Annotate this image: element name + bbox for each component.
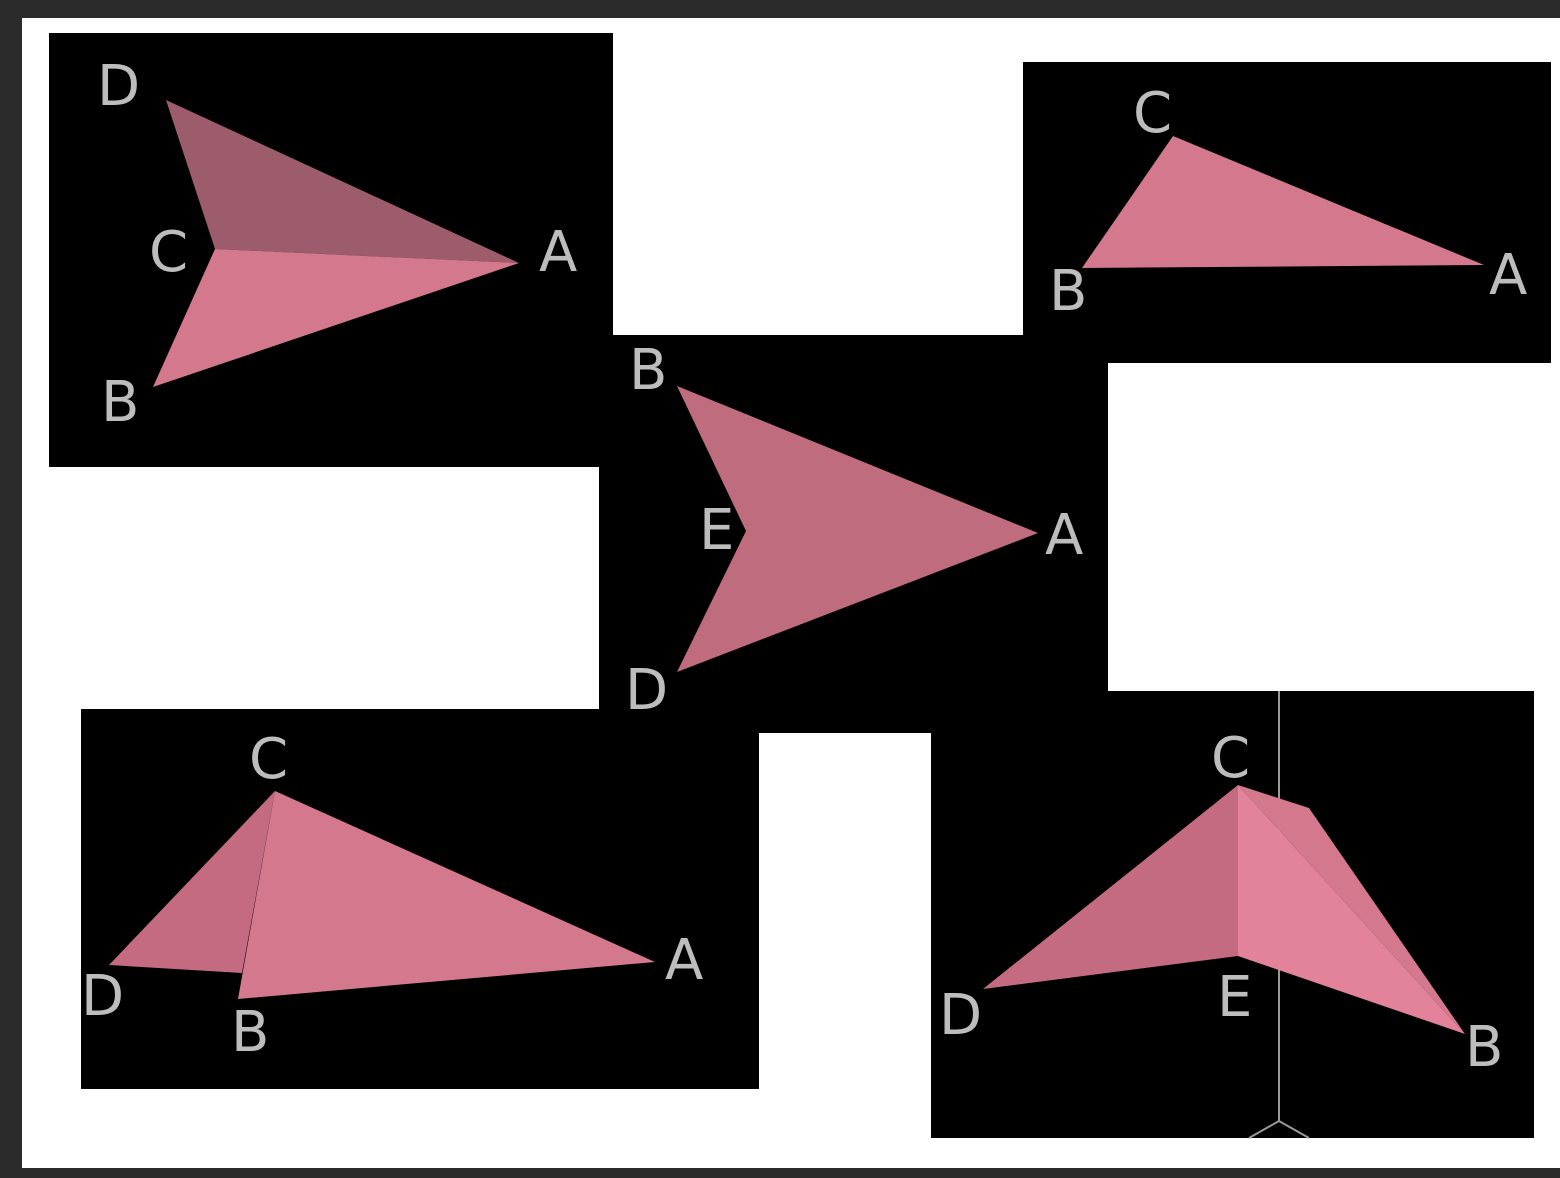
face-CBA <box>153 249 519 387</box>
face-CBA <box>238 791 655 999</box>
diagram-sheet: D C A B C B A B E A D C D B <box>22 18 1560 1168</box>
figure-5-drawing: C D E B <box>939 691 1503 1139</box>
vertex-label-C: C <box>1133 81 1172 146</box>
vertex-label-C: C <box>149 220 188 285</box>
face-DCA <box>166 100 519 263</box>
face-BEDA <box>677 386 1038 672</box>
axis-corner <box>1248 1119 1310 1139</box>
figure-4-panel: C D B A <box>81 709 759 1089</box>
vertex-label-D: D <box>97 54 140 119</box>
vertex-label-A: A <box>539 220 577 285</box>
figure-1-drawing: D C A B <box>97 54 577 435</box>
figure-3-drawing: B E A D <box>625 338 1083 723</box>
figure-5-panel: C D E B <box>931 691 1534 1139</box>
vertex-label-B: B <box>101 370 139 435</box>
vertex-label-A: A <box>1045 503 1083 568</box>
figure-3-panel: B E A D <box>599 335 1108 733</box>
figure-1-panel: D C A B <box>49 33 613 467</box>
vertex-label-B: B <box>629 338 667 403</box>
figure-2-drawing: C B A <box>1049 81 1527 324</box>
figure-4-drawing: C D B A <box>81 727 703 1065</box>
vertex-label-C: C <box>1211 726 1250 791</box>
vertex-label-D: D <box>81 964 124 1029</box>
vertex-label-B: B <box>231 1000 269 1065</box>
vertex-label-C: C <box>249 727 288 792</box>
vertex-label-B: B <box>1465 1015 1503 1080</box>
figure-2-panel: C B A <box>1023 62 1551 363</box>
face-CDB <box>109 791 275 973</box>
face-CEB <box>1238 785 1465 1034</box>
face-CDE <box>983 785 1238 989</box>
face-CBA <box>1082 136 1484 268</box>
vertex-label-B: B <box>1049 259 1087 324</box>
vertex-label-A: A <box>1489 243 1527 308</box>
vertex-label-E: E <box>699 498 734 563</box>
vertex-label-E: E <box>1217 965 1252 1030</box>
vertex-label-D: D <box>939 983 982 1048</box>
vertex-label-A: A <box>665 928 703 993</box>
